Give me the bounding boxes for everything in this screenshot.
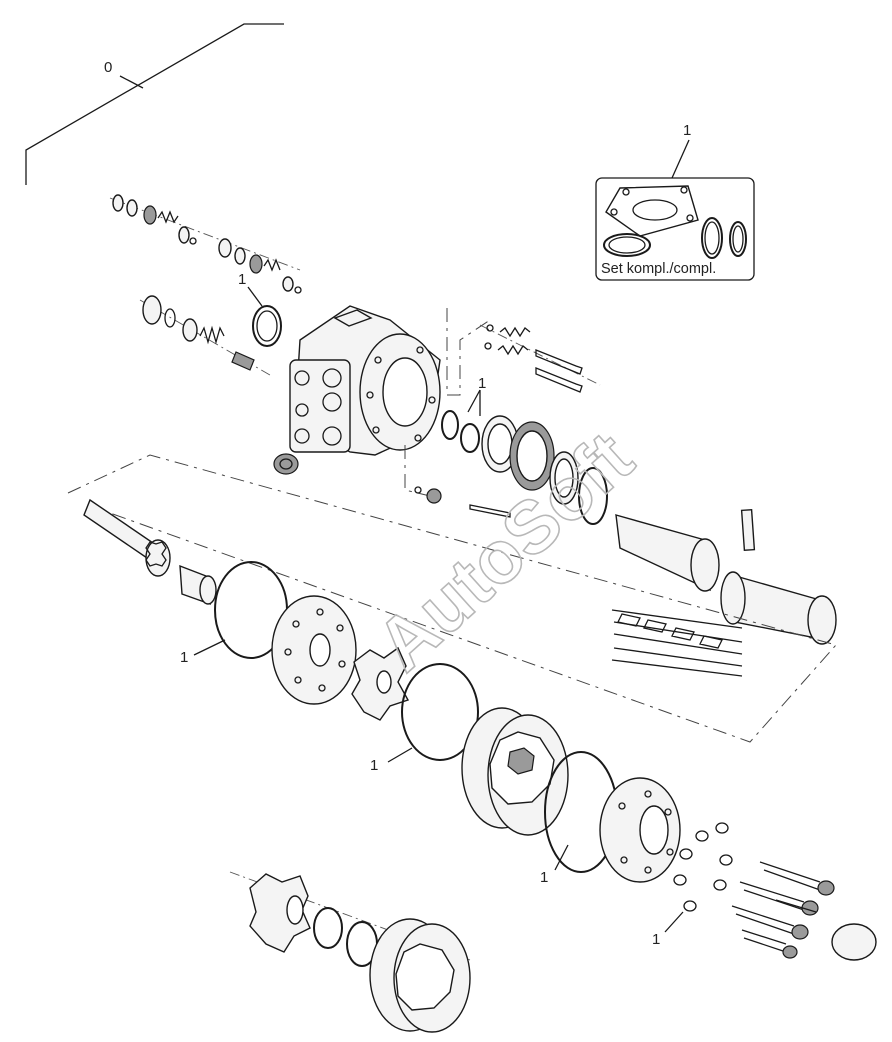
seal-pair: 1: [441, 375, 608, 525]
kit-ring-oval-2: [729, 221, 747, 257]
kit-label: Set kompl./compl.: [601, 261, 716, 277]
kit-ring-large: [603, 233, 651, 257]
kit-box-frame: [595, 177, 755, 281]
star-rotor: [351, 646, 410, 721]
bolts: [731, 861, 877, 961]
centering-springs: [611, 609, 743, 677]
subassembly-boundary: [67, 454, 837, 743]
drive-shaft: [83, 498, 171, 577]
seal-kit-box[interactable]: 1 Set kompl./compl.: [595, 122, 755, 281]
plug-fitting: [273, 453, 299, 475]
distributor-plate: [271, 595, 357, 705]
callout-oring-mid: 1: [370, 757, 378, 774]
callout-kit: 1: [683, 122, 691, 139]
valve-row-lower: [139, 295, 271, 376]
callout-oring-left: 1: [180, 649, 188, 666]
callout-washers: 1: [652, 931, 660, 948]
kit-ring-oval-1: [701, 217, 723, 259]
gerotor-set: [461, 707, 569, 836]
callout-assembly: 0: [104, 59, 112, 76]
end-cap: [599, 777, 681, 883]
callout-seal-pair: 1: [478, 375, 486, 392]
alternate-rotor-set: [229, 871, 471, 1033]
kit-gasket-plate: [605, 185, 699, 237]
valve-housing: [289, 305, 441, 456]
oring-top: 1: [238, 271, 282, 347]
callout-oring-lower: 1: [540, 869, 548, 886]
spool-sleeve: [615, 508, 837, 645]
oring-mid: 1: [370, 663, 479, 774]
washers: 1: [652, 822, 733, 948]
valve-row-upper: [109, 194, 302, 294]
check-valve-small: [404, 445, 511, 518]
callout-oring-top: 1: [238, 271, 246, 288]
spool-pins: [446, 308, 601, 396]
assembly-bracket: 0: [25, 23, 284, 185]
bushing: [179, 564, 217, 606]
